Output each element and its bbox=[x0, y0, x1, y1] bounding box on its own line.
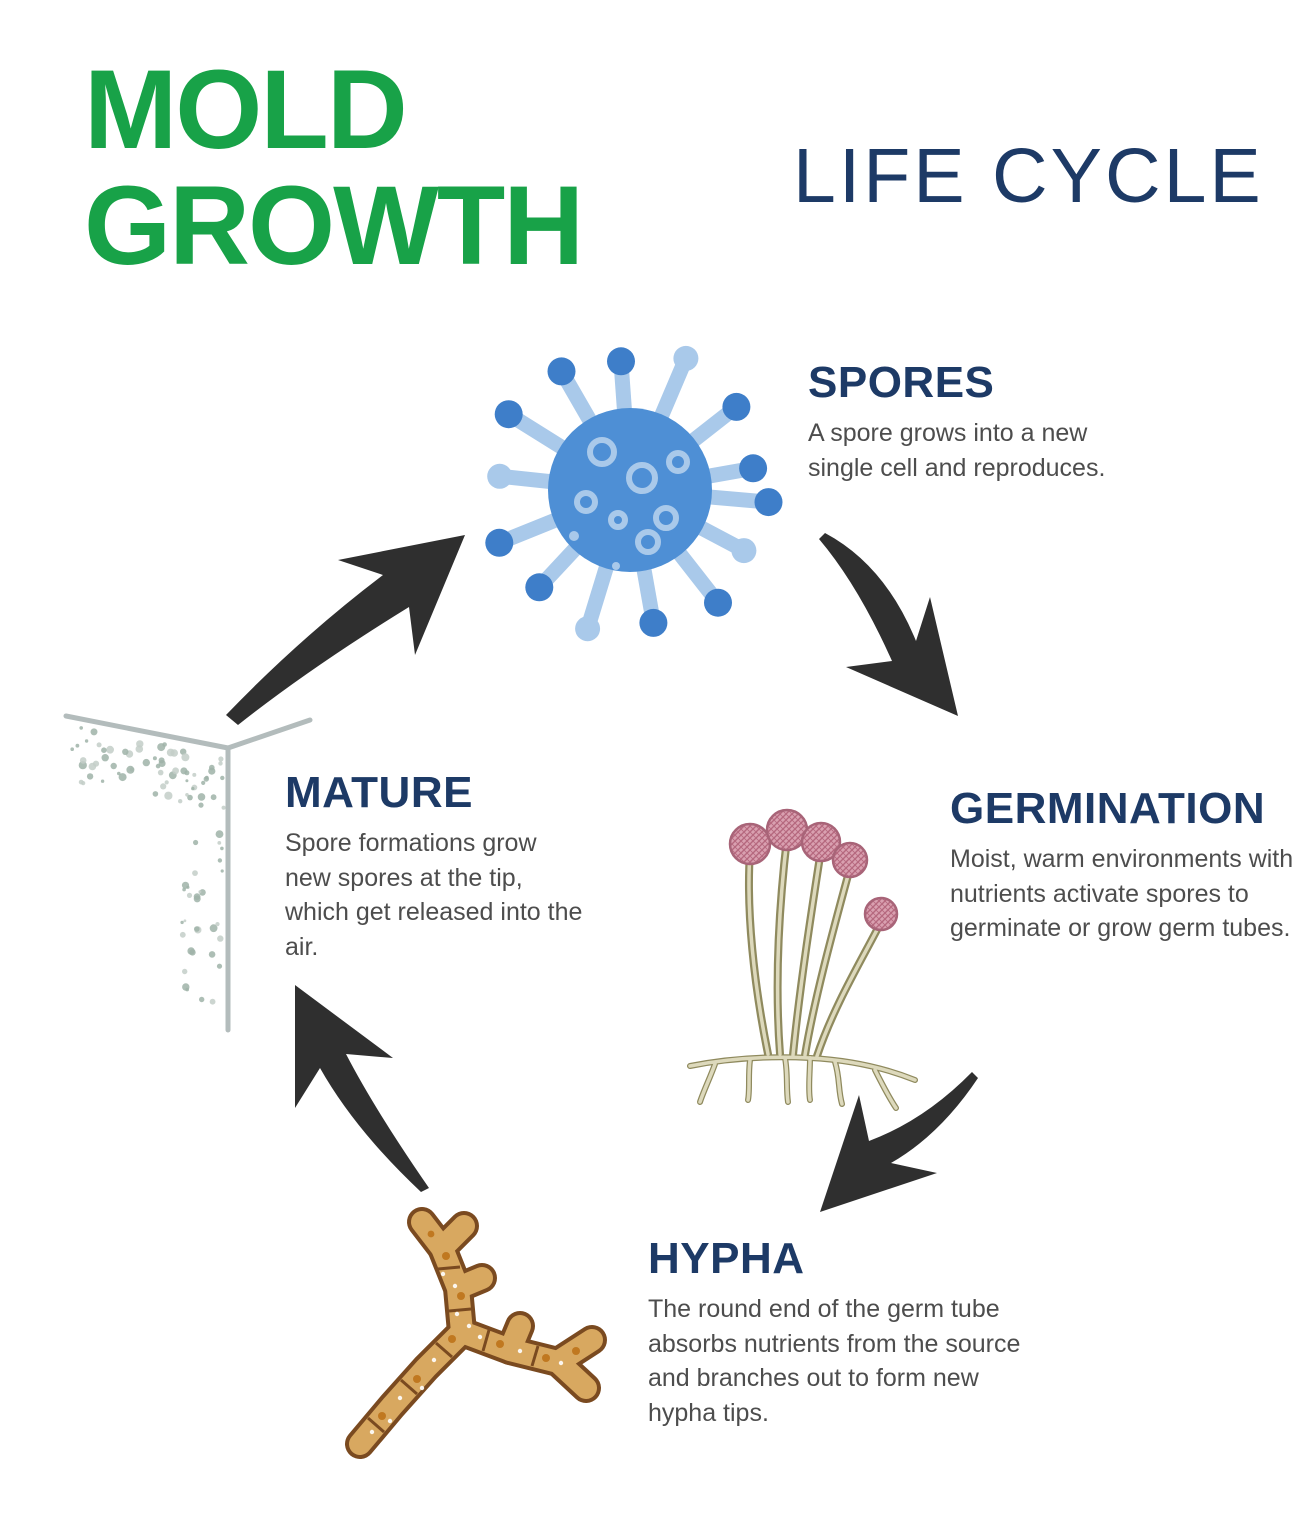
stage-mature-label: MATURE bbox=[285, 768, 473, 817]
germination-spore-heads bbox=[728, 808, 899, 932]
arrow-hypha-to-mature-icon bbox=[295, 985, 429, 1192]
mature-corner-lines bbox=[63, 713, 313, 1033]
spore-inner-vacuoles bbox=[574, 437, 690, 555]
mature-illustration bbox=[63, 713, 313, 1033]
title-line-2: GROWTH bbox=[84, 163, 584, 289]
stage-germination-description: Moist, warm environments with nutrients … bbox=[950, 845, 1294, 942]
germination-illustration bbox=[687, 808, 918, 1111]
title-line-1: MOLD bbox=[84, 47, 408, 172]
hypha-septa bbox=[367, 1265, 540, 1434]
stage-germination-label: GERMINATION bbox=[950, 784, 1266, 833]
arrow-mature-to-spores-icon bbox=[226, 535, 465, 725]
spore-inner-dots bbox=[569, 531, 620, 570]
germination-stems-fill bbox=[688, 836, 917, 1110]
mature-spore-speckles bbox=[70, 726, 226, 1005]
stage-mature: MATURE Spore formations grow new spores … bbox=[285, 768, 585, 964]
stage-spores-description: A spore grows into a new single cell and… bbox=[808, 419, 1106, 482]
hypha-fill bbox=[349, 1211, 603, 1455]
stage-hypha: HYPHA The round end of the germ tube abs… bbox=[648, 1234, 1023, 1430]
hypha-nuclei-dots bbox=[378, 1230, 580, 1420]
page-title: MOLD GROWTH bbox=[84, 47, 584, 289]
stage-germination: GERMINATION Moist, warm environments wit… bbox=[950, 784, 1298, 946]
spore-illustration bbox=[485, 345, 783, 642]
arrow-spores-to-germination-icon bbox=[819, 533, 958, 716]
hypha-vesicle-dots bbox=[369, 1271, 564, 1435]
stage-hypha-description: The round end of the germ tube absorbs n… bbox=[648, 1295, 1021, 1427]
page-subtitle: LIFE CYCLE bbox=[793, 133, 1264, 219]
stage-spores-label: SPORES bbox=[808, 358, 995, 407]
stage-spores: SPORES A spore grows into a new single c… bbox=[808, 358, 1158, 485]
stage-mature-description: Spore formations grow new spores at the … bbox=[285, 829, 583, 961]
hypha-illustration bbox=[345, 1207, 607, 1459]
stage-hypha-label: HYPHA bbox=[648, 1234, 805, 1283]
arrow-germination-to-hypha-icon bbox=[820, 1072, 978, 1212]
spore-spikes bbox=[485, 345, 783, 642]
spore-body bbox=[548, 408, 712, 572]
